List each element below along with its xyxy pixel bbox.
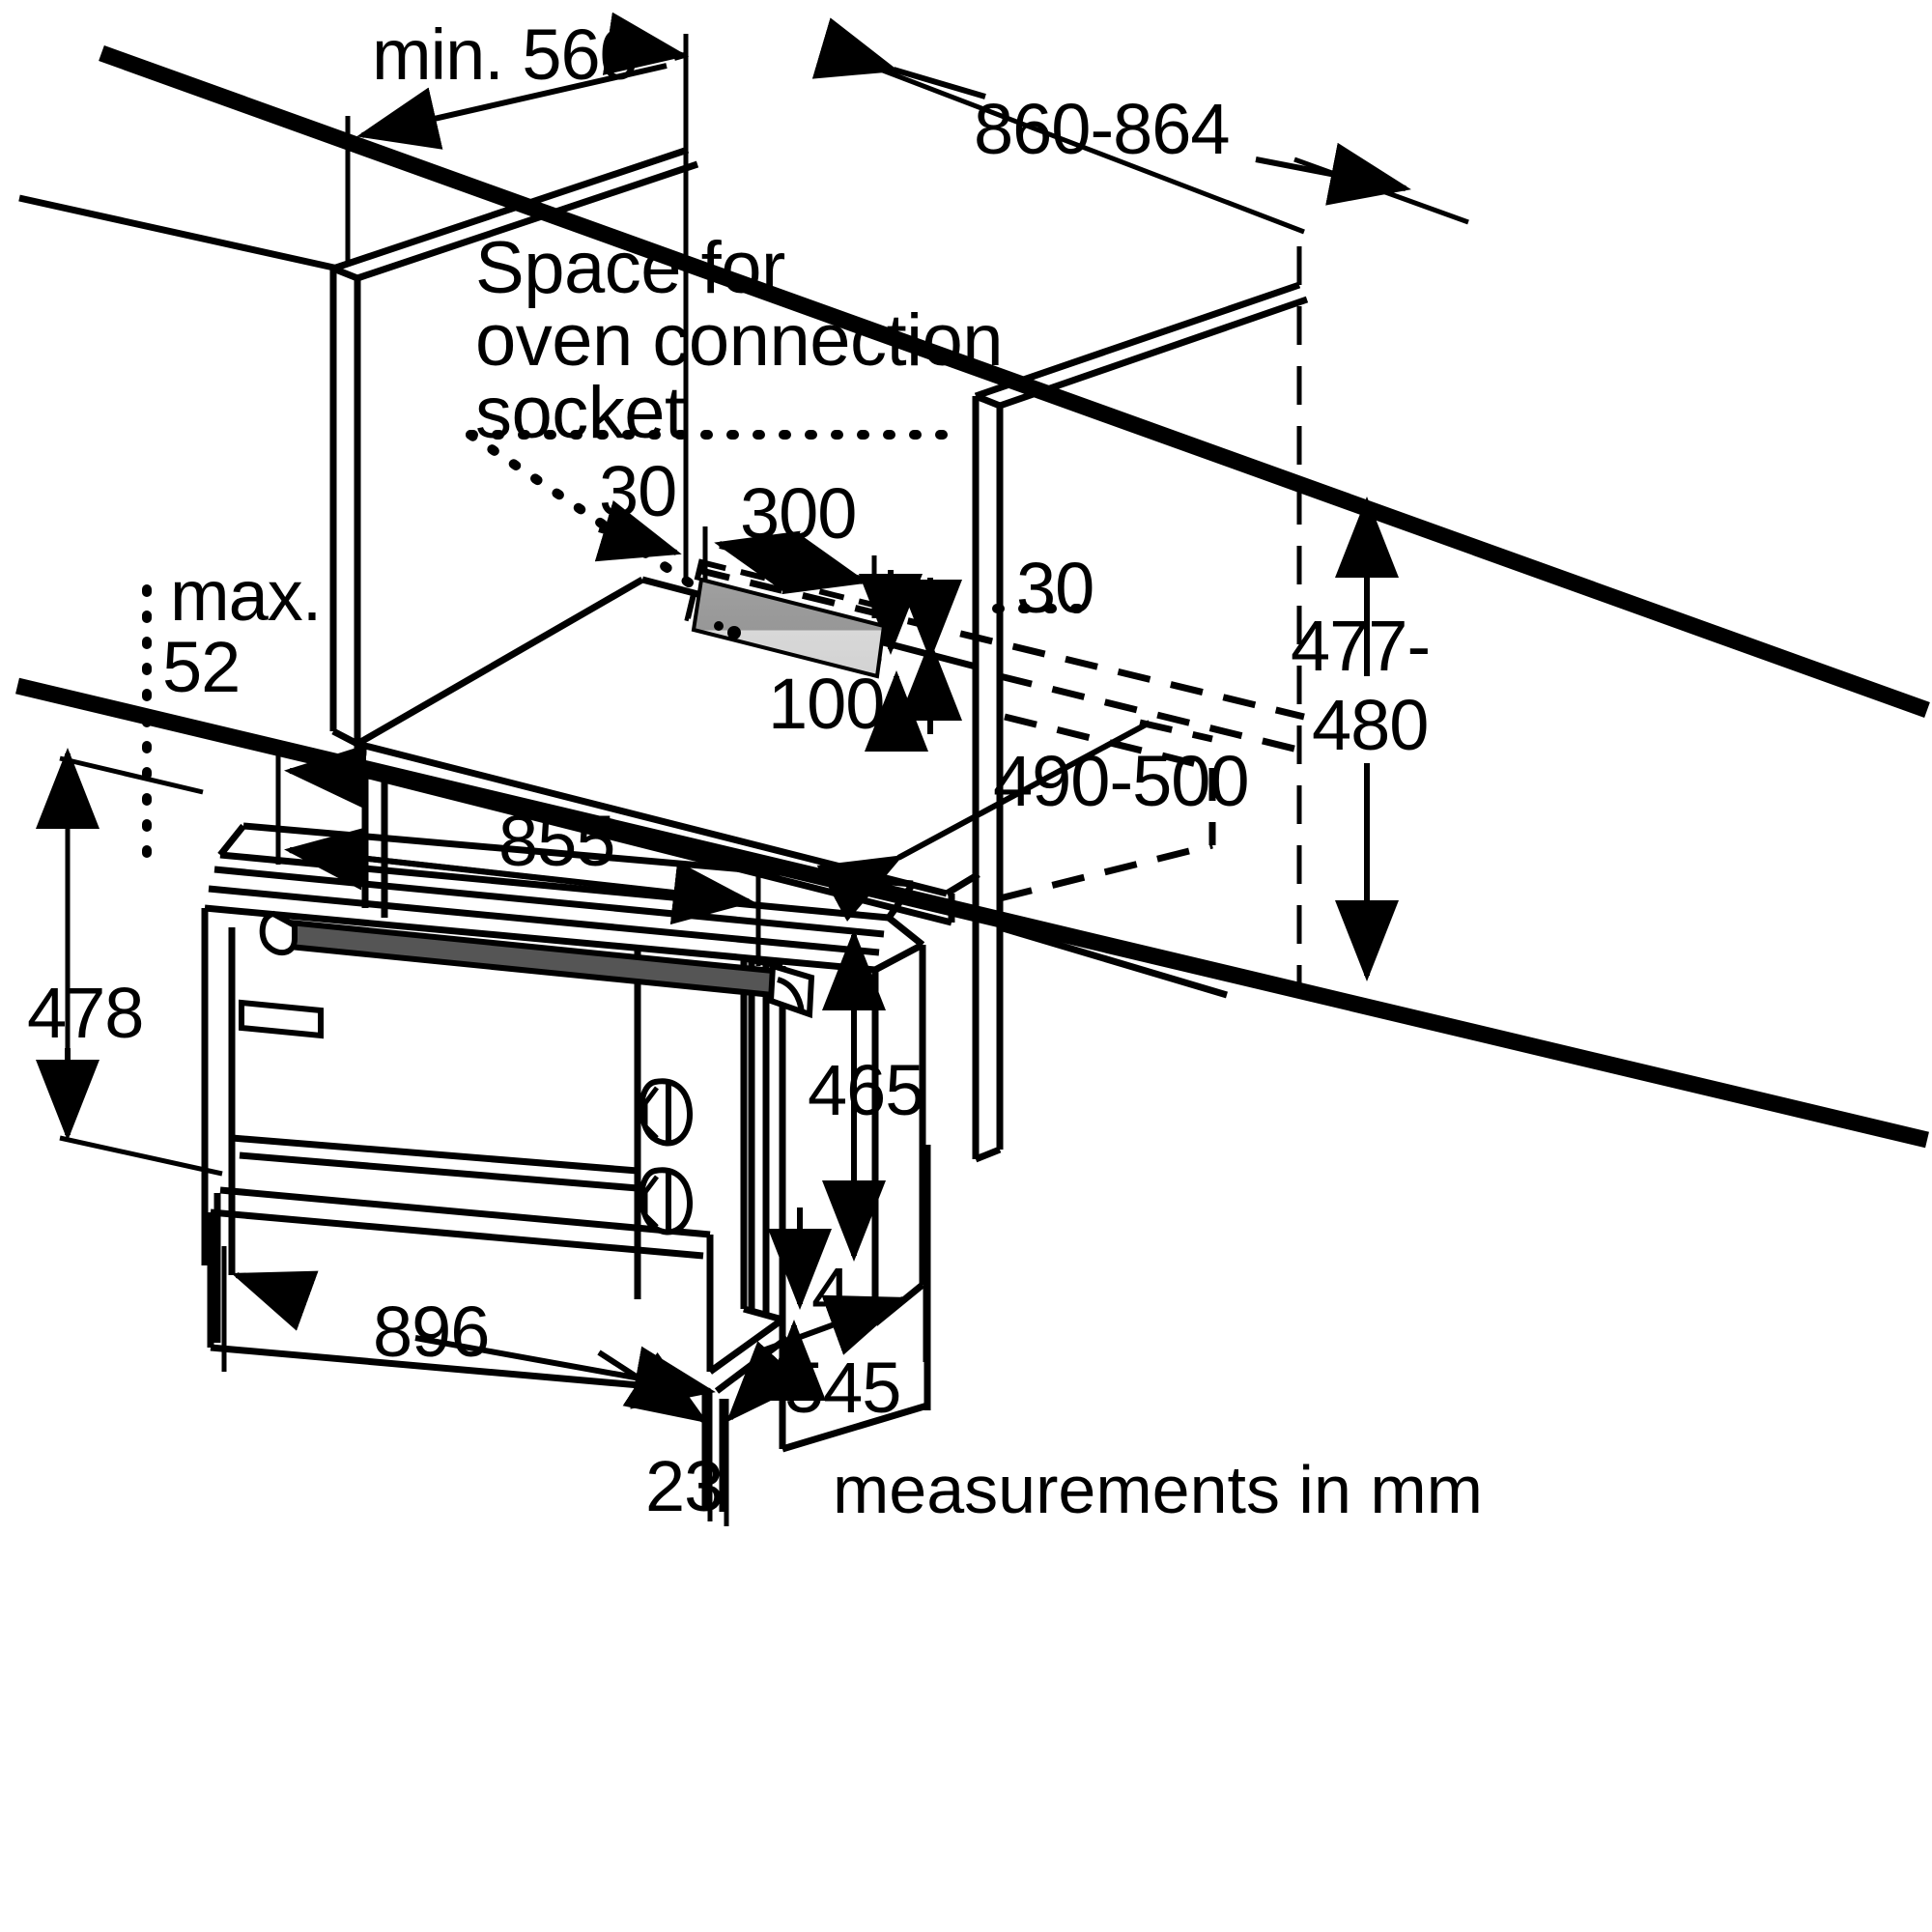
dimension-label-4: 4 (811, 1253, 851, 1333)
dimension-label-480: 480 (1312, 685, 1429, 765)
hidden-niche-notch (1139, 719, 1213, 743)
dim-arrow-min560-left (356, 63, 668, 150)
dimension-label-23: 23 (645, 1446, 724, 1526)
shelf-underside-front (356, 769, 952, 926)
dim-arrow-23-left (597, 1350, 709, 1424)
dimension-label-860-864: 860-864 (974, 89, 1231, 169)
oven-skirt-top (210, 1208, 704, 1260)
right-panel-lower-cap (974, 1146, 1002, 1163)
dimension-label-30-left: 30 (599, 451, 677, 531)
socket-note-line-2: oven connection (475, 299, 1004, 382)
ext-line-478-bottom-slant (59, 1135, 223, 1177)
ext-line-860-left-slant (849, 55, 1305, 235)
dimension-label-100: 100 (768, 664, 885, 744)
oven-depth-top-line (923, 945, 1111, 1082)
handle-end-right-curve (777, 977, 805, 1013)
socket-hole-dot-1 (727, 626, 741, 639)
dimension-label-896: 896 (373, 1292, 490, 1372)
shelf-front-right-corner (945, 871, 980, 896)
dim-arrow-max52 (284, 744, 387, 809)
socket-hole-dot-2 (714, 621, 724, 631)
dimension-label-545: 545 (784, 1348, 901, 1428)
dimension-label-477: 477- (1291, 606, 1431, 686)
dimension-label-490-500: 490-500 (993, 741, 1250, 821)
ext-line-478-top-slant (59, 755, 204, 795)
oven-skirt-top-b (219, 1186, 711, 1238)
niche-top-left-diagonal-inner (355, 160, 699, 282)
oven-door-handle (259, 910, 815, 1019)
oven-side-top-bevel (873, 941, 924, 974)
dimension-label-max-52: 52 (162, 627, 241, 707)
socket-note-line-1: Space for (475, 227, 785, 309)
oven-connection-socket-area (691, 577, 887, 679)
niche-top-right-diagonal-outer (974, 281, 1301, 400)
back-wall-left-edge (18, 194, 339, 272)
oven-side-cap-bottom (743, 1305, 783, 1323)
dimension-label-min-560: min. 560 (372, 14, 639, 95)
left-panel-bottom-cap (331, 727, 359, 748)
oven-top-left-bevel (217, 823, 246, 858)
oven-top-right-bevel (886, 881, 916, 921)
shelf-left-rear-edge (355, 576, 644, 748)
dim-arrow-490-500 (816, 720, 1151, 923)
hidden-lines-group (696, 566, 1315, 902)
dimension-label-465: 465 (808, 1050, 924, 1130)
dim-arrow-min560-right (602, 12, 688, 75)
handle-end-left (259, 910, 298, 956)
oven-door-lower-divider-a (239, 1151, 639, 1192)
dim-arrow-860-left (811, 17, 986, 99)
dim-arrow-300-right (719, 532, 868, 595)
dimension-label-300: 300 (740, 473, 857, 554)
dimension-label-855: 855 (498, 801, 615, 881)
dimension-label-30-right: 30 (1016, 548, 1094, 628)
ext-line-860-right-slant (1293, 156, 1469, 225)
dim-arrow-855-right (289, 847, 754, 925)
niche-top-right-diagonal-inner (998, 296, 1309, 410)
oven-display-panel (239, 999, 324, 1039)
oven-trim-line-2 (208, 885, 880, 956)
dimension-label-478: 478 (27, 973, 144, 1053)
hidden-niche-lower-diagonal (999, 841, 1213, 902)
oven-knob-upper[interactable] (639, 1078, 694, 1147)
oven-side-top-corner (886, 915, 925, 948)
hidden-niche-depth-2 (1004, 713, 1213, 772)
oven-knob-lower[interactable] (639, 1167, 694, 1236)
oven-door-lower-divider-b (231, 1134, 639, 1175)
niche-top-left-diagonal-outer (331, 146, 690, 272)
dim-arrow-30a (594, 499, 682, 562)
dim-arrow-23-right (725, 1341, 806, 1423)
oven-depth-bottom-line (781, 1402, 929, 1453)
socket-note-line-3: socket (475, 372, 685, 454)
cabinet-outline (15, 12, 1930, 1526)
lower-shelf-rear-diagonal (999, 923, 1228, 999)
dim-arrow-896-left (231, 1270, 319, 1331)
shelf-front-edge (356, 740, 948, 897)
dimension-label-max: max. (170, 555, 322, 636)
unit-note: measurements in mm (833, 1452, 1483, 1527)
